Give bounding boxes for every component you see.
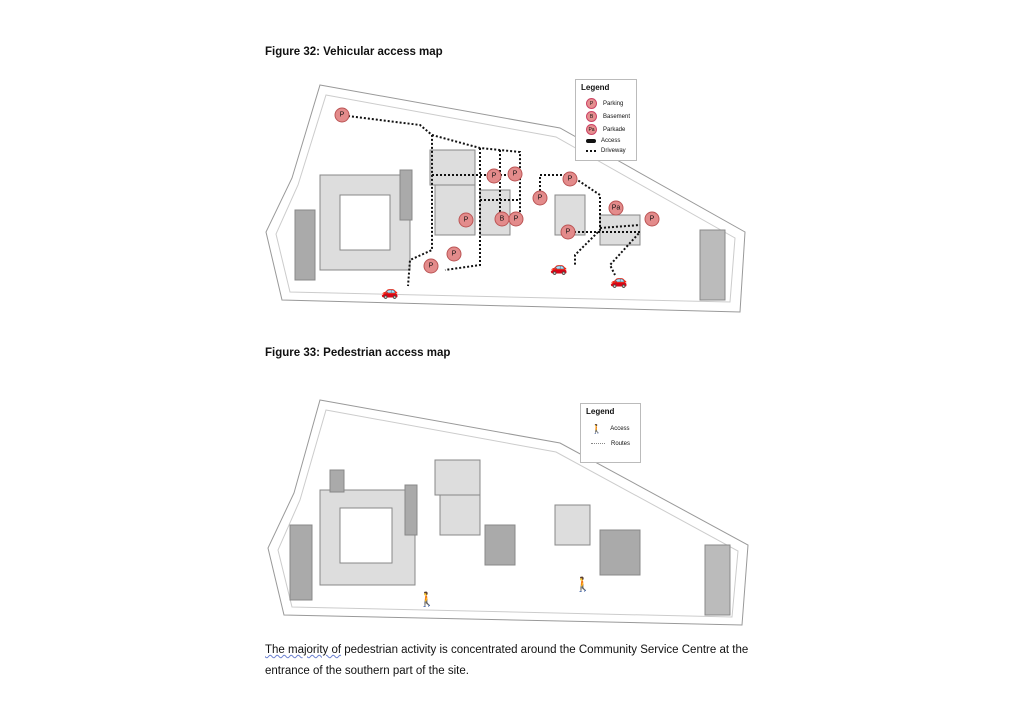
- vehicular-legend: Legend P Parking B Basement Pa Parkade Acce…: [575, 79, 637, 161]
- parking-marker: P: [446, 246, 462, 262]
- parking-marker: P: [423, 258, 439, 274]
- legend-label: Parkade: [603, 126, 626, 133]
- parking-marker: P: [486, 168, 502, 184]
- parking-marker: P: [560, 224, 576, 240]
- figure-32-caption: Figure 32: Vehicular access map: [265, 46, 443, 58]
- parking-marker: P: [334, 107, 350, 123]
- vehicular-access-map: [265, 84, 746, 313]
- driveway-routes: [347, 115, 643, 287]
- pedestrian-access-map: [267, 399, 749, 626]
- pedestrian-icon: 🚶: [418, 591, 436, 607]
- legend-label: Access: [610, 426, 630, 432]
- car-icon: 🚗: [550, 259, 568, 275]
- legend-label: Routes: [611, 440, 631, 447]
- legend-label: Basement: [603, 113, 631, 120]
- legend-label: Driveway: [601, 147, 626, 154]
- basement-marker: B: [494, 211, 510, 227]
- parking-marker: P: [644, 211, 660, 227]
- legend-title: Legend: [581, 83, 610, 92]
- parking-marker: P: [507, 166, 523, 182]
- parkade-icon: Pa: [586, 124, 597, 135]
- pedestrian-legend: Legend 🚶 Access Routes: [580, 403, 641, 463]
- paragraph-text: pedestrian activity is concentrated arou…: [265, 644, 749, 677]
- car-icon: 🚗: [610, 272, 628, 288]
- parkade-marker: Pa: [608, 200, 624, 216]
- figure-33-caption: Figure 33: Pedestrian access map: [265, 347, 451, 359]
- basement-icon: B: [586, 111, 597, 122]
- parking-marker: P: [458, 212, 474, 228]
- pedestrian-icon: 🚶: [574, 576, 592, 592]
- car-icon: 🚗: [381, 283, 399, 299]
- car-icon: [586, 139, 596, 143]
- dotted-line-icon: [586, 149, 596, 152]
- parking-marker: P: [562, 171, 578, 187]
- parking-marker: P: [508, 211, 524, 227]
- parking-icon: P: [586, 98, 597, 109]
- pedestrian-icon: 🚶: [591, 423, 603, 434]
- body-paragraph: The majority of pedestrian activity is c…: [265, 640, 765, 682]
- legend-label: Parking: [603, 100, 624, 107]
- parking-marker: P: [532, 190, 548, 206]
- legend-label: Access: [601, 138, 621, 144]
- legend-title: Legend: [586, 407, 615, 416]
- spellcheck-underlined-text: The majority of: [265, 644, 342, 656]
- dotted-line-icon: [591, 443, 605, 444]
